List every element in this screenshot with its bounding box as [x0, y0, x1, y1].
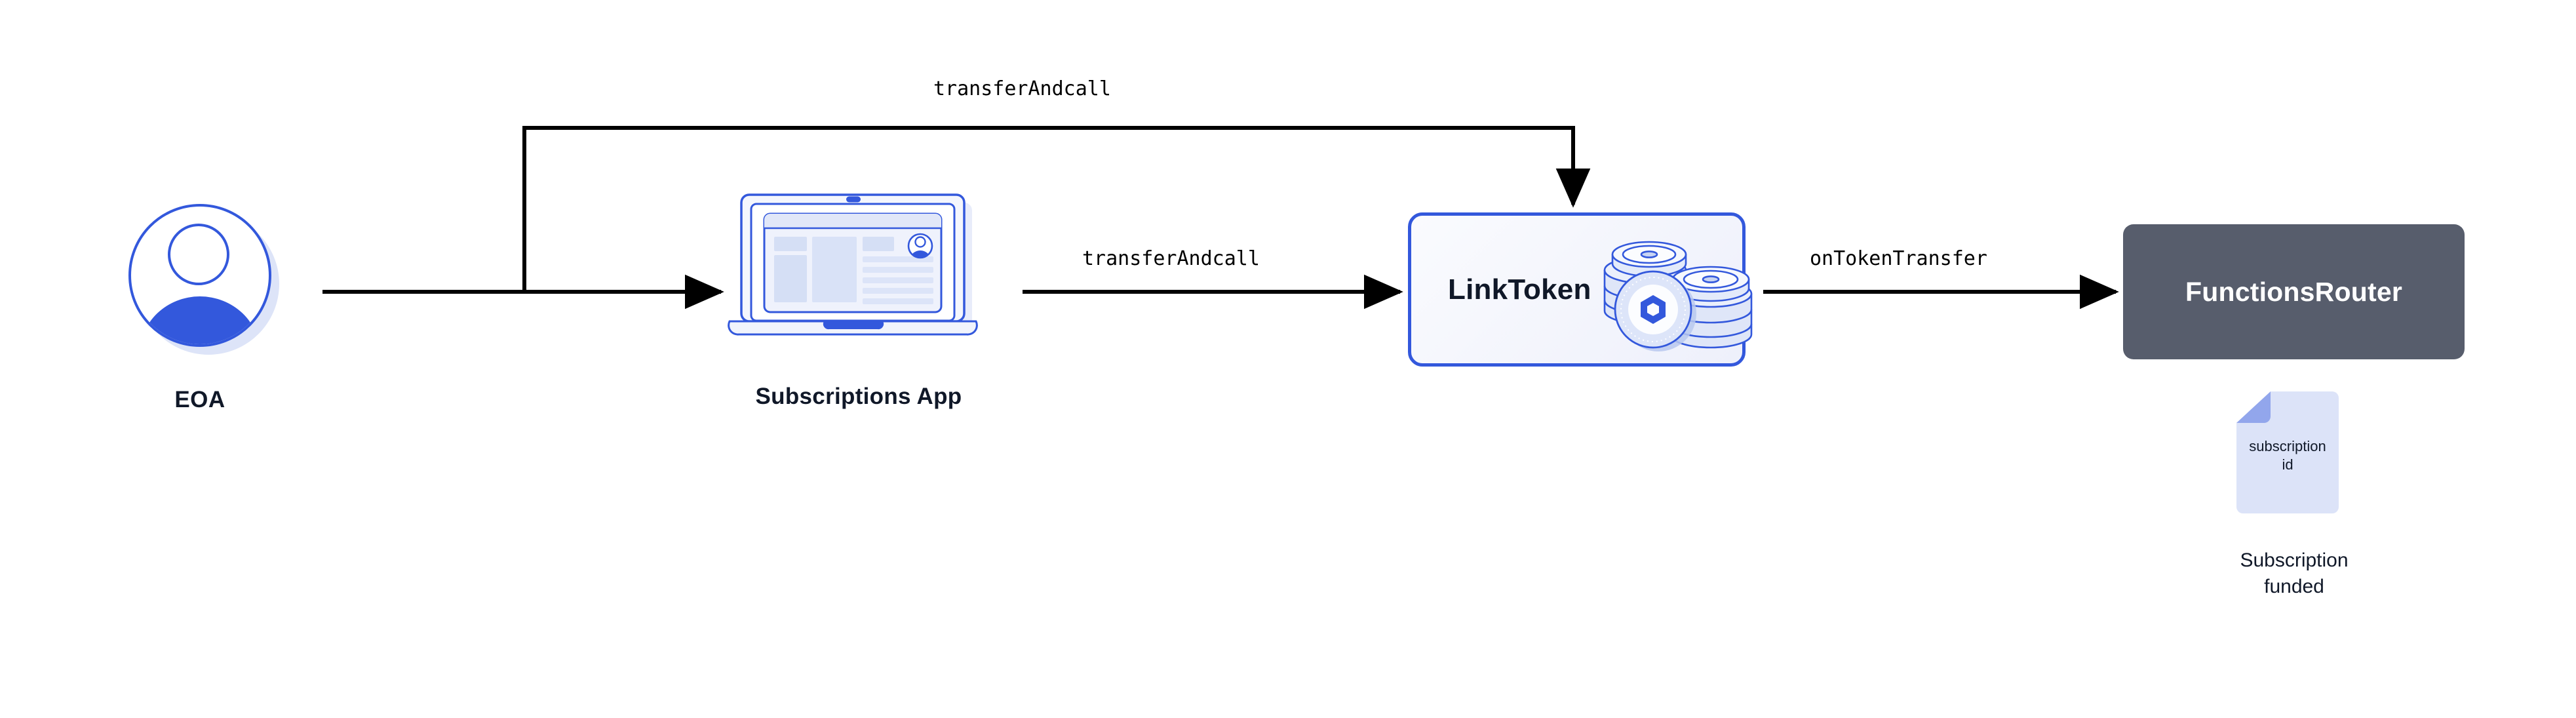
- doc-inner-line1: subscription: [2249, 438, 2326, 454]
- edge-label-transferandcall-top: transferAndcall: [933, 77, 1111, 100]
- document-folded-corner-icon: [2236, 391, 2339, 513]
- node-subscriptions-app: Subscriptions App: [711, 187, 1006, 456]
- doc-caption-line2: funded: [2264, 575, 2324, 597]
- edge-label-transferandcall-middle: transferAndcall: [1082, 247, 1260, 270]
- node-linktoken: LinkToken: [1408, 212, 1746, 367]
- node-label-linktoken: LinkToken: [1448, 273, 1591, 306]
- doc-caption-line1: Subscription: [2240, 549, 2349, 571]
- laptop-dashboard-icon: [728, 193, 978, 336]
- edge-label-ontokentransfer: onTokenTransfer: [1810, 247, 1987, 270]
- node-subscription-doc: subscription id Subscription funded: [2156, 390, 2432, 646]
- edge-eoa-to-linktoken-top: [522, 126, 1591, 292]
- node-label-eoa: EOA: [174, 387, 225, 412]
- node-label-subscriptions-app: Subscriptions App: [755, 384, 962, 409]
- node-label-functions-router: FunctionsRouter: [2185, 276, 2402, 307]
- doc-inner-label: subscription id: [2235, 437, 2340, 473]
- node-label-subscription-funded: Subscription funded: [2156, 548, 2432, 600]
- node-functions-router: FunctionsRouter: [2123, 224, 2465, 359]
- doc-inner-line2: id: [2282, 456, 2293, 473]
- user-avatar-icon: [128, 204, 279, 355]
- node-eoa: EOA: [111, 197, 288, 452]
- app-avatar-icon: [907, 233, 933, 259]
